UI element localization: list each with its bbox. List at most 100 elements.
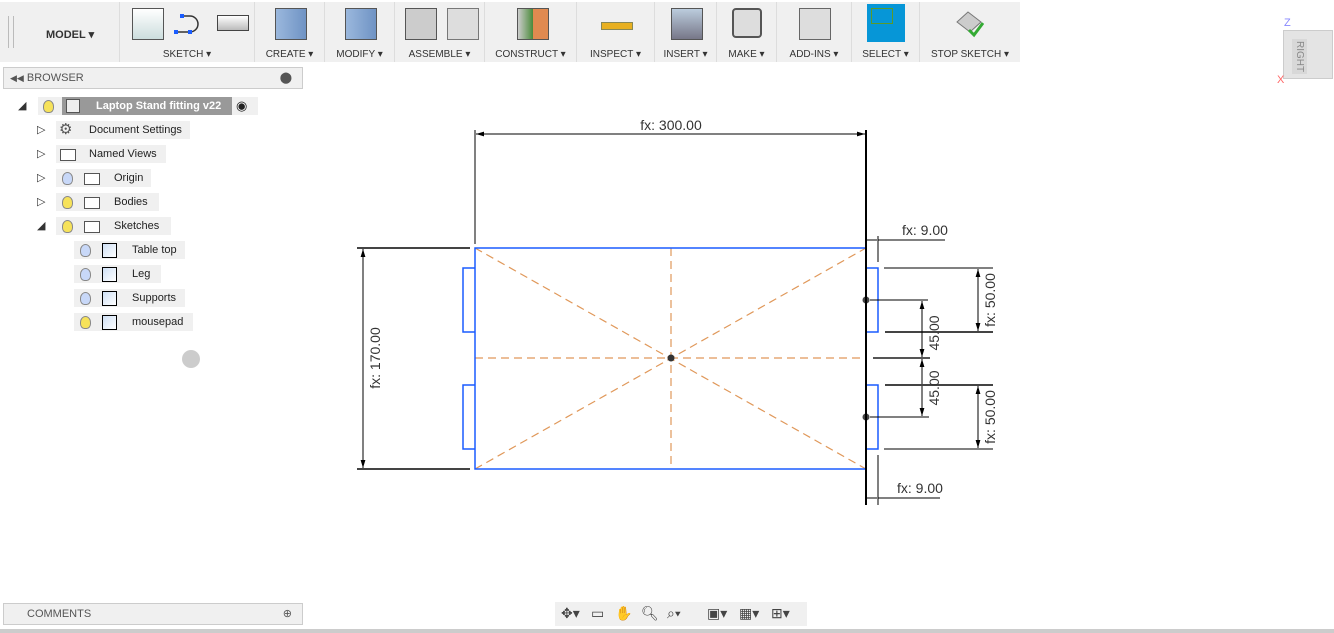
dim-offset-bottom[interactable]: fx: 9.00 (897, 480, 943, 496)
workspace-switcher[interactable]: MODEL ▾ (0, 2, 120, 62)
comments-title: COMMENTS (27, 608, 92, 620)
sketch-icon (102, 243, 117, 258)
visibility-bulb-icon[interactable] (80, 268, 91, 281)
browser-header[interactable]: ◀◀ BROWSER ⬤ (3, 67, 303, 89)
scripts-icon[interactable] (799, 8, 831, 40)
select-icon[interactable] (867, 4, 905, 42)
insert-image-icon[interactable] (671, 8, 703, 40)
resize-handle-icon[interactable] (182, 350, 200, 368)
viewports-icon[interactable]: ⊞▾ (771, 605, 790, 621)
minimize-icon[interactable]: ⬤ (279, 72, 292, 84)
sketch-label: SKETCH ▾ (162, 49, 212, 60)
insert-label: INSERT ▾ (663, 49, 708, 60)
dim-tab2[interactable]: fx: 50.00 (982, 390, 998, 444)
create-group[interactable]: CREATE ▾ (255, 2, 325, 62)
new-component-icon[interactable] (405, 8, 437, 40)
expand-toggle[interactable]: ▷ (37, 196, 46, 208)
sketch-item[interactable]: Supports (74, 289, 185, 307)
addins-group[interactable]: ADD-INS ▾ (777, 2, 852, 62)
dim-height[interactable]: fx: 170.00 (367, 327, 383, 389)
dim-width[interactable]: fx: 300.00 (640, 117, 702, 133)
sketch-item[interactable]: Leg (74, 265, 161, 283)
sketch-item[interactable]: mousepad (74, 313, 193, 331)
dim-gap2[interactable]: 45.00 (926, 370, 942, 405)
visibility-bulb-icon[interactable] (62, 172, 73, 185)
press-pull-icon[interactable] (345, 8, 377, 40)
folder-icon (84, 221, 100, 233)
item-label: mousepad (132, 316, 184, 328)
modify-group[interactable]: MODIFY ▾ (325, 2, 395, 62)
browser-title: BROWSER (26, 72, 84, 84)
grid-icon[interactable]: ▦▾ (739, 605, 760, 621)
construct-group[interactable]: CONSTRUCT ▾ (485, 2, 577, 62)
axis-z-label: Z (1284, 17, 1291, 29)
fit-icon[interactable]: ⌕▾ (667, 605, 681, 621)
modify-label: MODIFY ▾ (336, 49, 383, 60)
activate-radio-icon[interactable]: ◉ (236, 98, 248, 113)
toolbar-grip[interactable] (8, 16, 14, 48)
dim-gap1[interactable]: 45.00 (926, 315, 942, 350)
add-comment-icon[interactable]: ⊕ (282, 608, 292, 620)
inspect-label: INSPECT ▾ (590, 49, 641, 60)
insert-group[interactable]: INSERT ▾ (655, 2, 717, 62)
sketch-group[interactable]: SKETCH ▾ (120, 2, 255, 62)
sketch-item[interactable]: Table top (74, 241, 185, 259)
select-group[interactable]: SELECT ▾ (852, 2, 920, 62)
visibility-bulb-icon[interactable] (80, 292, 91, 305)
tree-item-bodies[interactable]: Bodies (56, 193, 159, 211)
item-label: Named Views (89, 148, 157, 160)
model-menu[interactable]: MODEL ▾ (46, 29, 95, 41)
inspect-group[interactable]: INSPECT ▾ (577, 2, 655, 62)
look-at-icon[interactable]: ▭ (591, 605, 605, 621)
tree-root[interactable]: Laptop Stand fitting v22 ◉ (38, 97, 258, 115)
gear-icon: ⚙ (59, 121, 73, 138)
display-settings-icon[interactable]: ▣▾ (707, 605, 728, 621)
dim-offset-top[interactable]: fx: 9.00 (902, 222, 948, 238)
rectangle-icon[interactable] (217, 15, 249, 31)
root-label: Laptop Stand fitting v22 (96, 100, 222, 112)
3d-print-icon[interactable] (732, 8, 762, 38)
expand-toggle[interactable]: ◢ (18, 100, 27, 112)
dimension-lines (357, 130, 993, 505)
expand-toggle[interactable]: ▷ (37, 148, 46, 160)
expand-toggle[interactable]: ◢ (37, 220, 46, 232)
viewcube-face-right[interactable]: RIGHT (1292, 39, 1307, 75)
visibility-bulb-icon[interactable] (62, 220, 73, 233)
viewcube[interactable]: RIGHT (1283, 30, 1333, 79)
tree-item-sketches[interactable]: Sketches (56, 217, 171, 235)
expand-toggle[interactable]: ▷ (37, 172, 46, 184)
tree-item-named-views[interactable]: Named Views (56, 145, 166, 163)
create-sketch-icon[interactable] (132, 8, 164, 40)
dim-tab1[interactable]: fx: 50.00 (982, 273, 998, 327)
make-group[interactable]: MAKE ▾ (717, 2, 777, 62)
extrude-icon[interactable] (275, 8, 307, 40)
orbit-icon[interactable]: ✥▾ (561, 605, 580, 621)
tree-item-origin[interactable]: Origin (56, 169, 151, 187)
visibility-bulb-icon[interactable] (62, 196, 73, 209)
measure-icon[interactable] (601, 22, 633, 30)
collapse-icon[interactable]: ◀◀ (10, 73, 24, 83)
item-label: Bodies (114, 196, 148, 208)
addins-label: ADD-INS ▾ (789, 49, 839, 60)
comments-header[interactable]: COMMENTS ⊕ (3, 603, 303, 625)
pan-icon[interactable]: ✋ (615, 605, 633, 621)
joint-icon[interactable] (447, 8, 479, 40)
folder-icon (84, 197, 100, 209)
folder-icon (84, 173, 100, 185)
offset-plane-icon[interactable] (517, 8, 549, 40)
stop-sketch-group[interactable]: STOP SKETCH ▾ (920, 2, 1020, 62)
expand-toggle[interactable]: ▷ (37, 124, 46, 136)
tree-item-document-settings[interactable]: ⚙Document Settings (56, 121, 190, 139)
sketch-icon (102, 267, 117, 282)
assemble-label: ASSEMBLE ▾ (408, 49, 471, 60)
visibility-bulb-icon[interactable] (43, 100, 54, 113)
assemble-group[interactable]: ASSEMBLE ▾ (395, 2, 485, 62)
stop-sketch-icon[interactable] (954, 8, 984, 38)
item-label: Supports (132, 292, 177, 304)
visibility-bulb-icon[interactable] (80, 244, 91, 257)
center-point[interactable] (667, 354, 675, 362)
visibility-bulb-icon[interactable] (80, 316, 91, 329)
line-arc-icon[interactable] (172, 8, 202, 38)
zoom-icon[interactable]: 🔍︎ (641, 605, 659, 621)
